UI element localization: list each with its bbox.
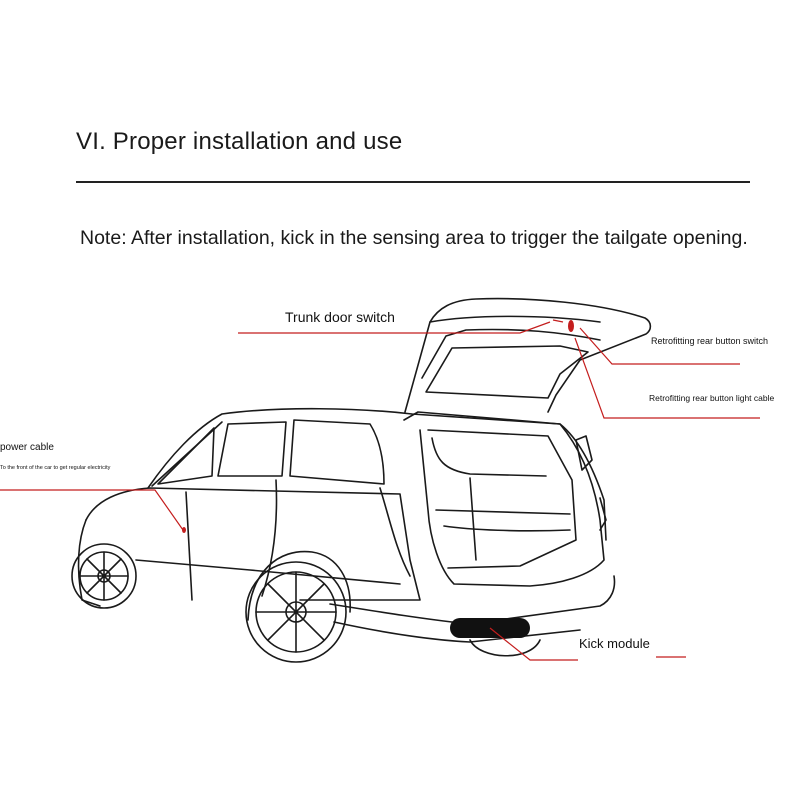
- label-power-cable-note: To the front of the car to get regular e…: [0, 465, 111, 471]
- label-rear-button-switch: Retrofitting rear button switch: [651, 336, 769, 346]
- leader-lines: [0, 319, 760, 661]
- title-divider: [76, 181, 750, 183]
- page-title: VI. Proper installation and use: [76, 128, 403, 155]
- label-rear-button-light-cable: Retrofitting rear button light cable: [649, 393, 775, 403]
- power-cable-marker: [182, 527, 186, 533]
- installation-note: Note: After installation, kick in the se…: [80, 227, 748, 249]
- label-power-cable: power cable: [0, 442, 54, 453]
- label-kick-module: Kick module: [579, 636, 650, 651]
- rear-button-switch-marker: [568, 320, 574, 332]
- label-trunk-door-switch: Trunk door switch: [285, 309, 395, 325]
- car-outline: [71, 297, 652, 663]
